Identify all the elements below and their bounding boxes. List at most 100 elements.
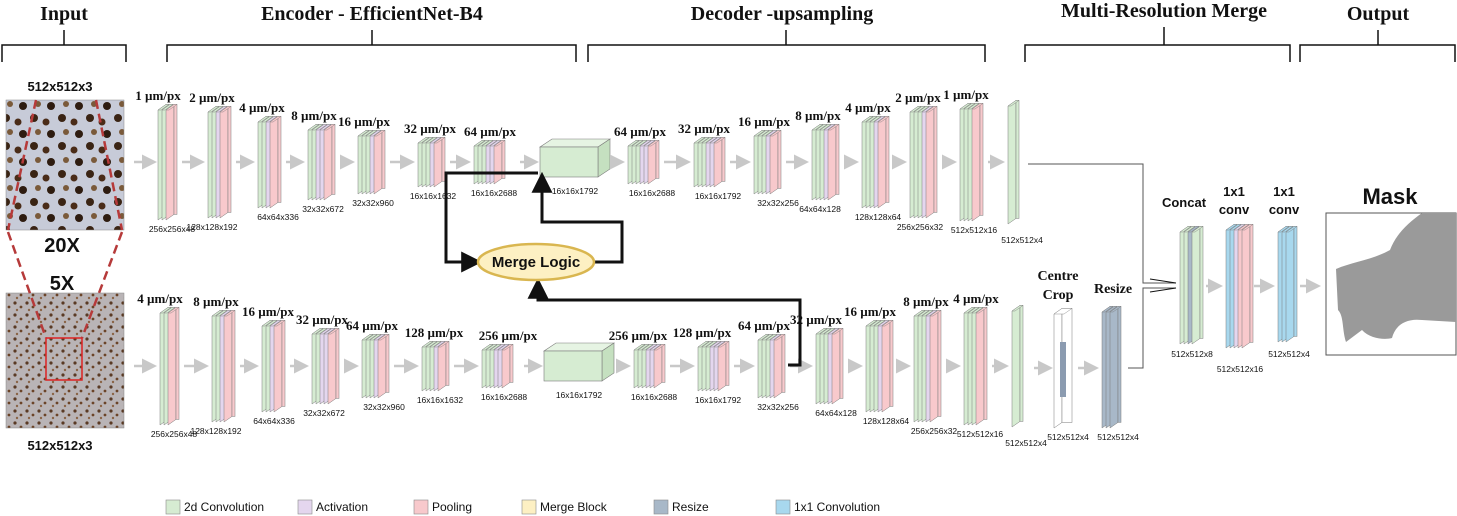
bottom_branch-decoder-res-1: 256 µm/px [609,328,668,343]
top_branch-final-block [1007,99,1020,225]
top_branch-bottleneck-dim: 16x16x1792 [552,186,599,196]
legend-swatch-4 [521,499,537,515]
top_branch-decoder-block-1-layer-6 [647,139,660,185]
bottom_branch-encoder-dim-6: 16x16x1632 [417,395,464,405]
top_branch-decoder-dim-6: 256x256x32 [897,222,944,232]
top_branch-decoder-res-6: 2 µm/px [895,90,941,105]
legend-label-6: 1x1 Convolution [794,500,880,514]
bottom_branch-bottleneck-dim: 16x16x1792 [556,390,603,400]
low-res-tile-image [5,292,125,429]
top_branch-encoder-res-5: 16 µm/px [338,114,390,129]
bottom_branch-decoder-block-5 [865,319,894,413]
legend-item-5: Resize [653,499,709,515]
bottom_branch-decoder-block-2 [697,340,730,392]
bottom_branch-encoder-res-4: 32 µm/px [296,312,348,327]
top_branch-final-block-layer-1 [1007,99,1020,225]
top_branch-decoder-block-4-layer-5 [827,123,840,201]
bottom_branch-decoder-block-3 [757,333,786,399]
top_branch-encoder-dim-3: 64x64x336 [257,212,299,222]
top_branch-encoder-block-4 [307,123,336,201]
legend-item-3: Pooling [413,499,472,515]
merge-connections [1028,163,1176,369]
top_branch-encoder-res-4: 8 µm/px [291,108,337,123]
bottom_branch-encoder-dim-2: 128x128x192 [190,426,241,436]
legend-swatch-5 [653,499,669,515]
bottom_branch-encoder-res-3: 16 µm/px [242,304,294,319]
resize-label: Resize [1094,282,1132,297]
top_branch-decoder-block-5-layer-5 [877,115,890,209]
merge-arrowheads [1149,278,1177,293]
conv2-label-1: 1x1 [1273,184,1295,199]
top_branch-decoder-block-5 [861,115,890,209]
top_branch-encoder-block-4-layer-5 [323,123,336,201]
bottom_branch-encoder-res-7: 256 µm/px [479,328,538,343]
merge-logic-label: Merge Logic [492,254,580,271]
bottom_branch-decoder-block-7-layer-4 [975,306,988,426]
crop-region-box [45,337,83,381]
bottom_branch-encoder-res-6: 128 µm/px [405,325,464,340]
concat-label: Concat [1162,195,1207,210]
top_branch-encoder-dim-4: 32x32x672 [302,204,344,214]
bottom_branch-encoder-block-3 [261,319,286,413]
merge-arrow-top-in [444,171,538,273]
top_branch-decoder-block-1 [627,139,660,185]
conv1-block-layer-5 [1241,223,1254,349]
bottom_branch-encoder-dim-1: 256x256x48 [151,429,198,439]
bottom_branch-encoder-res-2: 8 µm/px [193,294,239,309]
concat-block [1179,225,1204,345]
top_branch-encoder-block-1 [157,103,178,221]
mask-title: Mask [1362,184,1418,209]
centre-crop-label-2: Crop [1043,288,1074,303]
top_branch-decoder-dim-5: 128x128x64 [855,212,902,222]
top_branch-decoder-res-1: 64 µm/px [614,124,666,139]
top_branch-encoder-res-3: 4 µm/px [239,100,285,115]
bottom_branch-decoder-dim-4: 64x64x128 [815,408,857,418]
top_branch-decoder-dim-7: 512x512x16 [951,225,998,235]
bottom_branch-encoder-block-5-layer-5 [377,333,390,399]
legend-item-4: Merge Block [521,499,608,515]
top_branch-encoder-block-2-layer-4 [219,105,232,219]
bottom_branch-encoder-block-4-layer-5 [327,327,340,405]
zoom-guide-lines [6,99,124,339]
top_branch-decoder-res-3: 16 µm/px [738,114,790,129]
bottom_branch-decoder-dim-1: 16x16x2688 [631,392,678,402]
bottom_branch-decoder-block-4 [815,327,844,405]
bottom_branch-decoder-dim-3: 32x32x256 [757,402,799,412]
conv2-dim: 512x512x4 [1268,349,1310,359]
zoom-label-high: 20X [44,235,80,257]
top_branch-decoder-block-4 [811,123,840,201]
section-title-merge: Multi-Resolution Merge [1061,0,1267,22]
top_branch-encoder-dim-1: 256x256x48 [149,224,196,234]
input-size-bottom: 512x512x3 [27,438,92,453]
bottom_branch-decoder-dim-6: 256x256x32 [911,426,958,436]
top_branch-encoder-block-5 [357,129,386,195]
bottom_branch-final-block-layer-1 [1011,304,1024,428]
legend-swatch-6 [775,499,791,515]
merge-arrow-bottom-in [527,277,802,367]
centre-crop-inner [1060,342,1066,397]
conv1-dim: 512x512x16 [1217,364,1264,374]
top_branch-encoder-block-1-layer-3 [165,103,178,221]
merge-logic-ellipse [476,242,596,282]
top_branch-encoder-block-6 [417,136,446,188]
centre-crop-dim: 512x512x4 [1047,432,1089,442]
top_branch-encoder-dim-2: 128x128x192 [186,222,237,232]
bottom_branch-decoder-dim-2: 16x16x1792 [695,395,742,405]
top_branch-encoder-block-7-layer-6 [493,139,506,185]
top_branch-bottleneck-block [539,138,611,178]
top_branch-decoder-res-7: 1 µm/px [943,87,989,102]
top_branch-decoder-block-2 [693,136,726,188]
bottom_branch-decoder-block-1 [633,343,666,389]
bottom_branch-decoder-block-4-layer-5 [831,327,844,405]
bottom_branch-encoder-res-1: 4 µm/px [137,291,183,306]
bottom_branch-decoder-block-7 [963,306,988,426]
centre-crop-block [1053,307,1073,429]
bottom_branch-decoder-block-1-layer-6 [653,343,666,389]
legend-item-6: 1x1 Convolution [775,499,880,515]
section-title-encoder: Encoder - EfficientNet-B4 [261,3,483,25]
mask-shape [1336,213,1456,342]
top_branch-encoder-res-2: 2 µm/px [189,90,235,105]
bottom_branch-decoder-block-5-layer-5 [881,319,894,413]
top_branch-encoder-block-5-layer-5 [373,129,386,195]
conv1-block [1225,223,1254,349]
